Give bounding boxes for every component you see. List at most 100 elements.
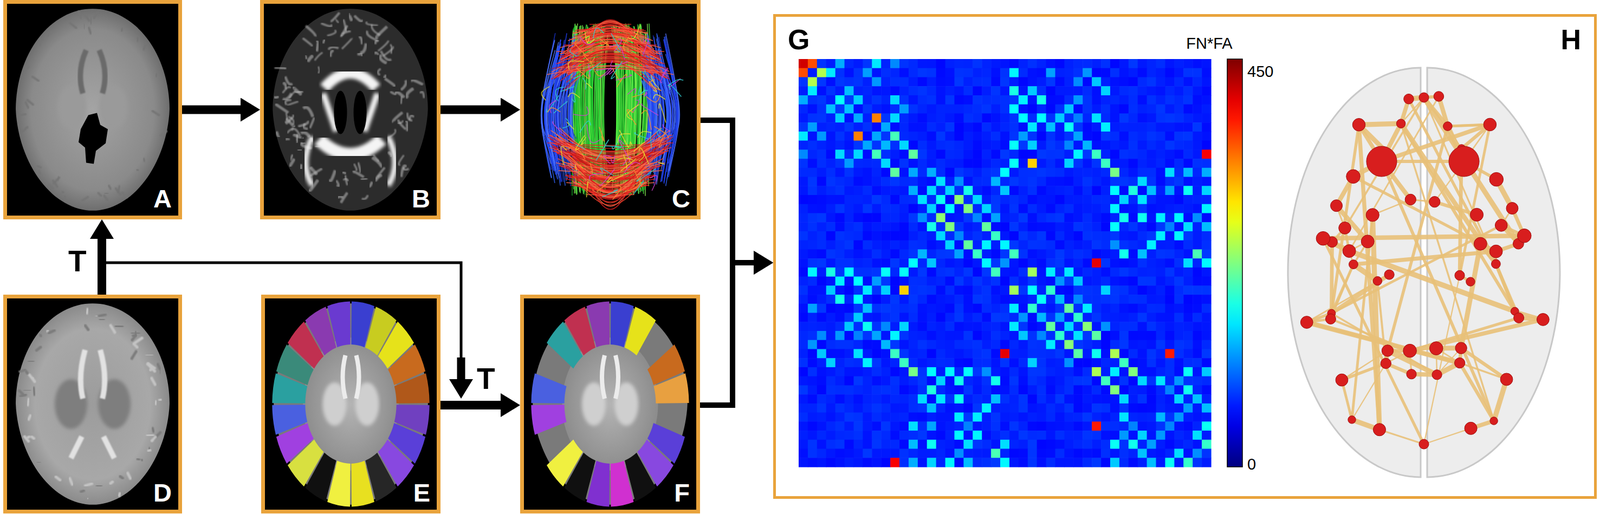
matrix-cell	[1055, 249, 1066, 259]
matrix-cell	[990, 59, 1001, 69]
matrix-cell	[853, 76, 864, 87]
matrix-cell	[1100, 76, 1111, 87]
matrix-cell	[826, 240, 837, 250]
matrix-cell	[1000, 204, 1010, 214]
matrix-cell	[807, 240, 818, 250]
matrix-cell	[807, 158, 818, 168]
matrix-cell	[817, 68, 827, 78]
matrix-cell	[963, 240, 974, 250]
matrix-cell	[917, 240, 928, 250]
matrix-cell	[1192, 86, 1203, 96]
matrix-cell	[1201, 167, 1212, 178]
matrix-cell	[1027, 240, 1038, 250]
matrix-cell	[963, 177, 974, 187]
fiber-tract	[640, 104, 659, 116]
matrix-cell	[1183, 249, 1194, 259]
matrix-cell	[1100, 68, 1111, 78]
gyrus	[136, 458, 141, 461]
matrix-cell	[1128, 195, 1139, 205]
gyrus	[48, 183, 54, 190]
matrix-cell	[881, 95, 891, 105]
matrix-cell	[1064, 149, 1074, 159]
gyrus	[98, 314, 107, 317]
gyrus	[108, 184, 112, 190]
matrix-cell	[927, 149, 937, 159]
matrix-cell	[936, 177, 947, 187]
matrix-cell	[817, 249, 827, 259]
matrix-cell	[1018, 240, 1029, 250]
matrix-cell	[1137, 249, 1148, 259]
matrix-cell	[972, 231, 983, 241]
matrix-cell	[798, 249, 809, 259]
matrix-cell	[890, 204, 900, 214]
matrix-cell	[1119, 140, 1130, 151]
white-matter	[412, 80, 424, 85]
matrix-cell	[972, 68, 983, 78]
fiber-tract	[589, 23, 632, 25]
matrix-cell	[927, 113, 937, 123]
gyrus	[26, 99, 34, 106]
matrix-cell	[1018, 167, 1029, 178]
matrix-cell	[954, 177, 964, 187]
matrix-cell	[990, 149, 1001, 159]
matrix-cell	[954, 249, 964, 259]
matrix-cell	[1018, 113, 1029, 123]
matrix-cell	[881, 231, 891, 241]
matrix-cell	[881, 240, 891, 250]
gyrus	[28, 414, 31, 421]
matrix-cell	[1128, 59, 1139, 69]
matrix-cell	[954, 140, 964, 151]
matrix-cell	[835, 158, 846, 168]
matrix-cell	[1128, 113, 1139, 123]
gyrus	[69, 22, 77, 29]
matrix-cell	[881, 212, 891, 223]
matrix-cell	[1018, 204, 1029, 214]
matrix-cell	[1119, 86, 1130, 96]
parcel-region	[351, 461, 375, 508]
white-matter	[358, 162, 361, 173]
matrix-cell	[990, 212, 1001, 223]
matrix-cell	[1119, 240, 1130, 250]
matrix-cell	[1000, 59, 1010, 69]
white-matter	[419, 91, 424, 99]
matrix-cell	[1119, 158, 1130, 168]
matrix-cell	[1192, 59, 1203, 69]
matrix-cell	[1100, 149, 1111, 159]
matrix-cell	[817, 131, 827, 141]
matrix-cell	[1027, 140, 1038, 151]
matrix-cell	[1046, 68, 1057, 78]
matrix-cell	[1073, 212, 1084, 223]
matrix-cell	[1046, 76, 1057, 87]
matrix-cell	[1027, 131, 1038, 141]
matrix-cell	[1164, 222, 1175, 232]
matrix-cell	[1164, 113, 1175, 123]
matrix-cell	[1046, 158, 1057, 168]
matrix-cell	[1073, 222, 1084, 232]
fiber-tract	[585, 31, 595, 44]
white-matter	[384, 78, 395, 87]
gyrus	[95, 484, 103, 488]
matrix-cell	[1027, 149, 1038, 159]
matrix-cell	[890, 177, 900, 187]
matrix-cell	[1000, 249, 1010, 259]
matrix-cell	[936, 249, 947, 259]
white-matter	[341, 38, 353, 50]
matrix-cell	[826, 59, 837, 69]
gyrus	[69, 477, 73, 486]
gyrus	[131, 350, 137, 360]
matrix-cell	[1192, 122, 1203, 132]
fiber-tract	[615, 36, 628, 43]
matrix-cell	[807, 231, 818, 241]
gyrus	[86, 497, 90, 500]
fiber-tract	[571, 149, 650, 172]
matrix-cell	[1156, 222, 1167, 232]
matrix-cell	[1137, 131, 1148, 141]
matrix-cell	[1009, 113, 1020, 123]
matrix-cell	[798, 131, 809, 141]
matrix-cell	[798, 68, 809, 78]
matrix-cell	[1073, 231, 1084, 241]
matrix-cell	[936, 195, 947, 205]
matrix-cell	[1192, 177, 1203, 187]
matrix-cell	[927, 95, 937, 105]
matrix-cell	[1156, 140, 1167, 151]
